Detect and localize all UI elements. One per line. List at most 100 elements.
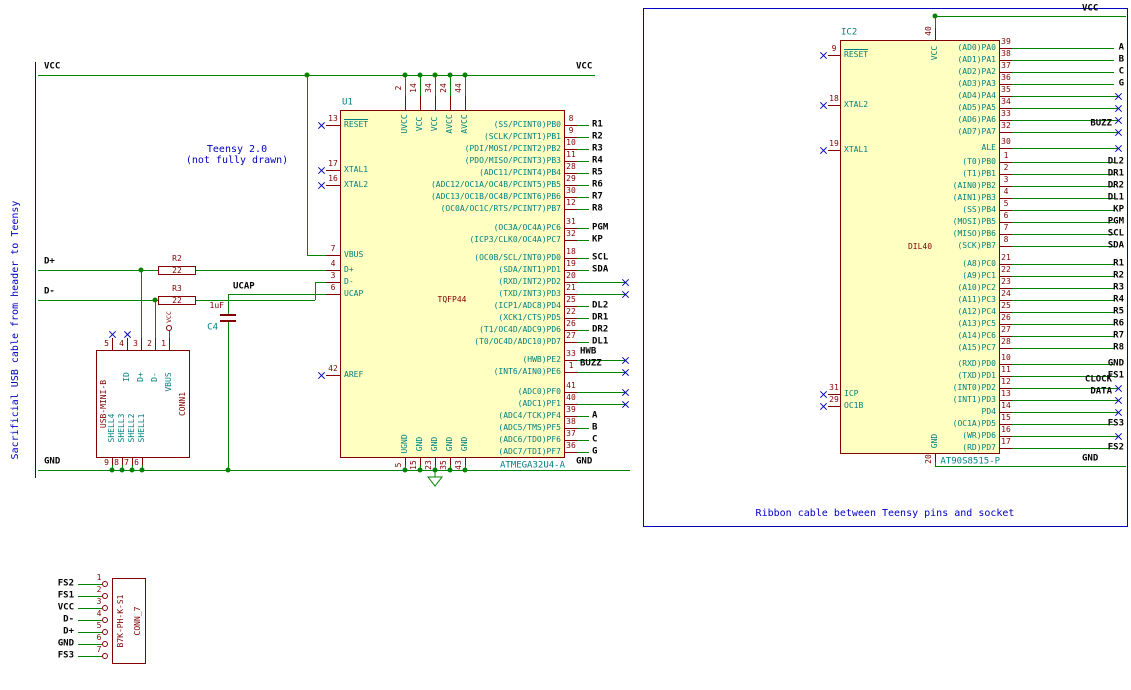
net-label: D+ (44, 256, 55, 267)
pin (326, 170, 340, 171)
pin-number: 22 (566, 307, 576, 316)
pin (1000, 376, 1012, 377)
pin-name: RESET (844, 50, 869, 59)
pin (326, 294, 340, 295)
component-ref: U1 (342, 97, 353, 108)
pin-name: XTAL2 (344, 180, 369, 189)
pin-number: 8 (568, 114, 574, 123)
pin-name: AVCC (445, 114, 454, 134)
net-label: DATA (1090, 386, 1112, 397)
pin-name: UGND (400, 434, 409, 454)
pin-number: 22 (1001, 265, 1011, 274)
pin (565, 452, 577, 453)
pin-number: 15 (1001, 413, 1011, 422)
no-connect-icon (1114, 384, 1122, 392)
pin-number: 28 (566, 162, 576, 171)
pin (1000, 174, 1012, 175)
pin-number: 34 (424, 83, 433, 93)
pin-name: (RXD)PD0 (957, 359, 996, 368)
pin (565, 282, 577, 283)
pin-number: 4 (96, 609, 102, 618)
pin (1000, 400, 1012, 401)
wire (1012, 388, 1118, 389)
pin (1000, 210, 1012, 211)
pin-number: 6 (330, 283, 336, 292)
pin-number: 39 (566, 405, 576, 414)
net-label: R4 (592, 155, 603, 166)
pin (828, 150, 840, 151)
pin (565, 330, 577, 331)
wire (1012, 60, 1114, 61)
wire (1012, 120, 1118, 121)
wire (935, 16, 1126, 17)
pin-name: ID (122, 372, 131, 382)
pin-number: 37 (566, 429, 576, 438)
wire (169, 331, 170, 338)
net-label: C (1118, 66, 1124, 77)
wire (1012, 210, 1114, 211)
component-ref: CONN_7 (133, 606, 142, 636)
no-connect-icon (1114, 432, 1122, 440)
net-label: BUZZ (580, 358, 602, 369)
pin-number: 18 (566, 247, 576, 256)
pin-name: (A9)PC1 (962, 271, 996, 280)
pin-number: 43 (454, 460, 463, 470)
net-label: BUZZ (1090, 118, 1112, 129)
wire (196, 300, 315, 301)
pin-circle (102, 629, 108, 635)
component-package: DIL40 (907, 242, 933, 251)
pin (141, 338, 142, 350)
no-connect-icon (317, 371, 325, 379)
wire (1012, 162, 1114, 163)
wire (577, 360, 625, 361)
pin-name: (A10)PC2 (957, 283, 996, 292)
no-connect-icon (1114, 128, 1122, 136)
wire (315, 282, 316, 300)
pin-name: XTAL1 (844, 145, 869, 154)
pin-name: (SCLK/PCINT1)PB1 (483, 132, 561, 141)
pin (565, 125, 577, 126)
cap-plate (220, 314, 236, 316)
wire (1012, 324, 1114, 325)
pin-number: 18 (829, 94, 839, 103)
pin (565, 428, 577, 429)
pin-number: 4 (330, 259, 336, 268)
wire (78, 584, 102, 585)
wire (78, 656, 102, 657)
pin-circle (102, 581, 108, 587)
pin (155, 338, 156, 350)
pin (132, 458, 133, 465)
pin-name: GND (430, 436, 439, 452)
wire (196, 270, 326, 271)
net-label: D+ (63, 626, 74, 637)
wire (38, 75, 595, 76)
net-label: G (1118, 78, 1124, 89)
pin (1000, 162, 1012, 163)
component-value: ATMEGA32U4-A (499, 460, 565, 471)
pin (828, 105, 840, 106)
wire (577, 228, 589, 229)
pin (828, 406, 840, 407)
pin-name: SHELL1 (137, 413, 146, 443)
usb-connector-body (96, 350, 190, 458)
net-label: SDA (1107, 240, 1124, 251)
pin-number: 3 (133, 339, 138, 348)
wire (1012, 400, 1118, 401)
pin-number: 33 (1001, 109, 1011, 118)
net-label: HWB (580, 346, 597, 357)
wire (307, 75, 308, 255)
wire (450, 75, 451, 96)
pin-number: 11 (1001, 365, 1011, 374)
component-value: AT90S8515-P (940, 456, 1000, 467)
note-usb-cable: Sacrificial USB cable from header to Tee… (10, 200, 21, 460)
pin (1000, 84, 1012, 85)
ground-icon (427, 470, 444, 487)
pin-name: D+ (344, 265, 354, 274)
pin-number: 25 (566, 295, 576, 304)
net-label: VCC (1082, 3, 1099, 14)
pin (565, 228, 577, 229)
note-teensy-line1: Teensy 2.0 (206, 144, 268, 155)
wire (577, 452, 589, 453)
pin-name: D- (344, 277, 354, 286)
pin-name: (OC0B/SCL/INT0)PD0 (474, 253, 561, 262)
